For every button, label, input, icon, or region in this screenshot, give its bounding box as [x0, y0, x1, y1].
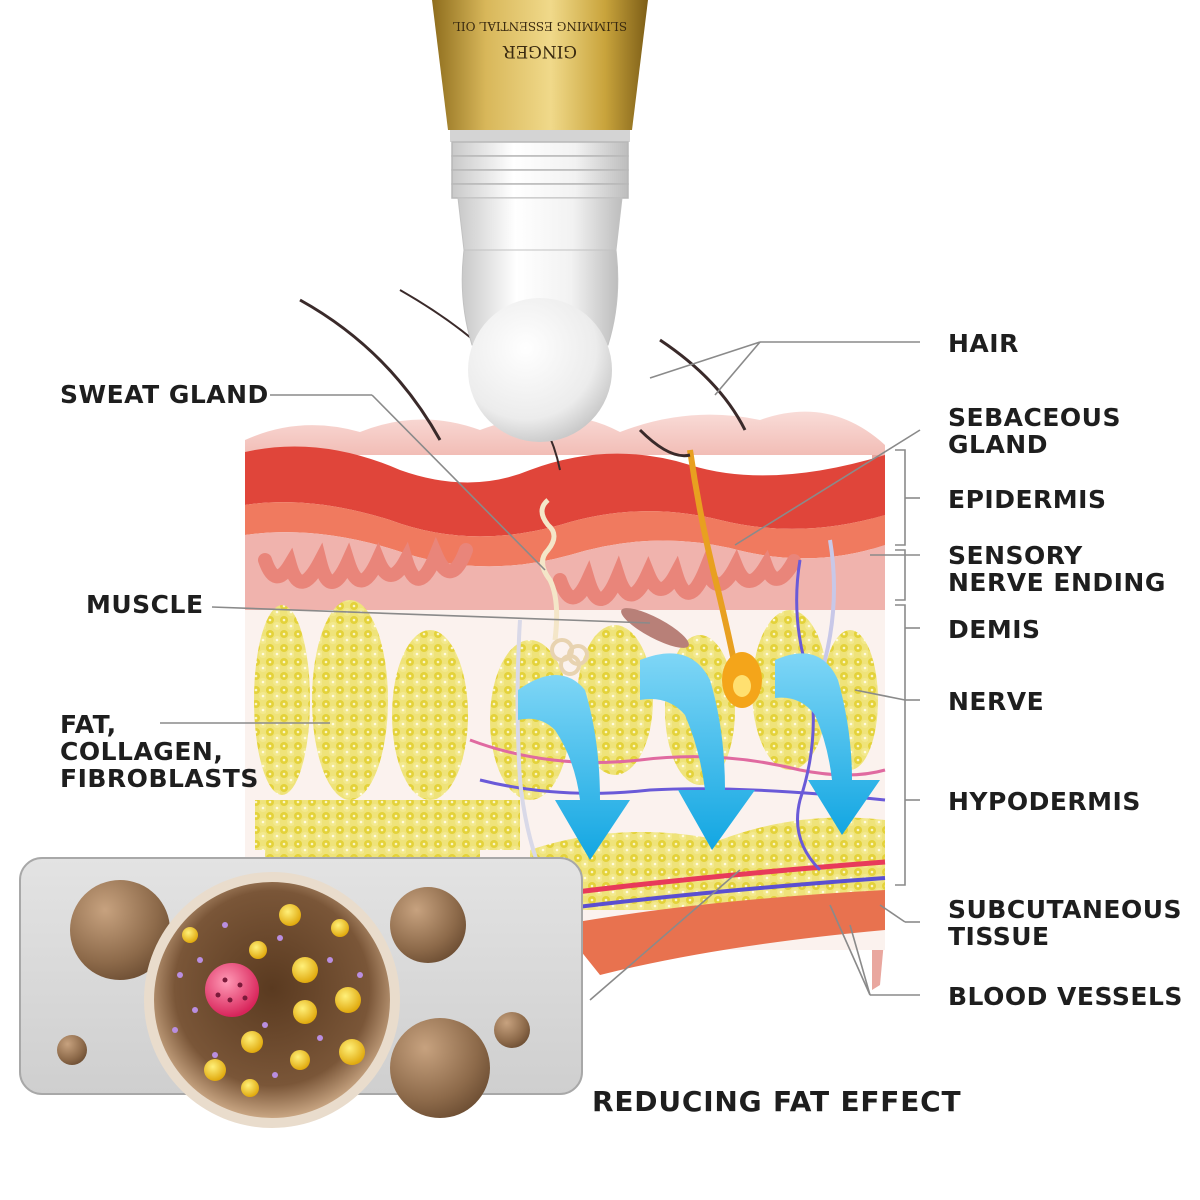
nucleus — [205, 963, 259, 1017]
label-epidermis: EPIDERMIS — [948, 485, 1107, 514]
fat-cell — [154, 882, 390, 1118]
inset-panel — [19, 857, 583, 1128]
label-nerve: NERVE — [948, 687, 1045, 716]
skin-block — [245, 289, 886, 990]
product-brand-text: GINGER — [502, 41, 577, 61]
roller-bottle: GINGER SLIMMING ESSENTIAL OIL — [432, 0, 648, 442]
label-subcutaneous-tissue: SUBCUTANEOUS TISSUE — [948, 895, 1183, 951]
label-hair: HAIR — [948, 329, 1019, 358]
label-hypodermis: HYPODERMIS — [948, 787, 1141, 816]
label-fat-collagen-fibroblasts: FAT, COLLAGEN, FIBROBLASTS — [60, 710, 259, 793]
label-demis: DEMIS — [948, 615, 1041, 644]
label-blood-vessels: BLOOD VESSELS — [948, 982, 1183, 1011]
label-sensory-nerve-ending: SENSORY NERVE ENDING — [948, 541, 1166, 597]
product-subtitle-text: SLIMMING ESSENTIAL OIL — [453, 19, 627, 33]
epidermis-layer — [245, 446, 885, 537]
roller-ball — [468, 298, 612, 442]
leader-lines — [160, 341, 921, 1001]
label-muscle: MUSCLE — [86, 590, 204, 619]
penetration-arrows — [518, 653, 880, 860]
label-sweat-gland: SWEAT GLAND — [60, 380, 269, 409]
label-sebaceous-gland: SEBACEOUS GLAND — [948, 403, 1121, 459]
caption-reducing-fat-effect: REDUCING FAT EFFECT — [592, 1085, 962, 1118]
